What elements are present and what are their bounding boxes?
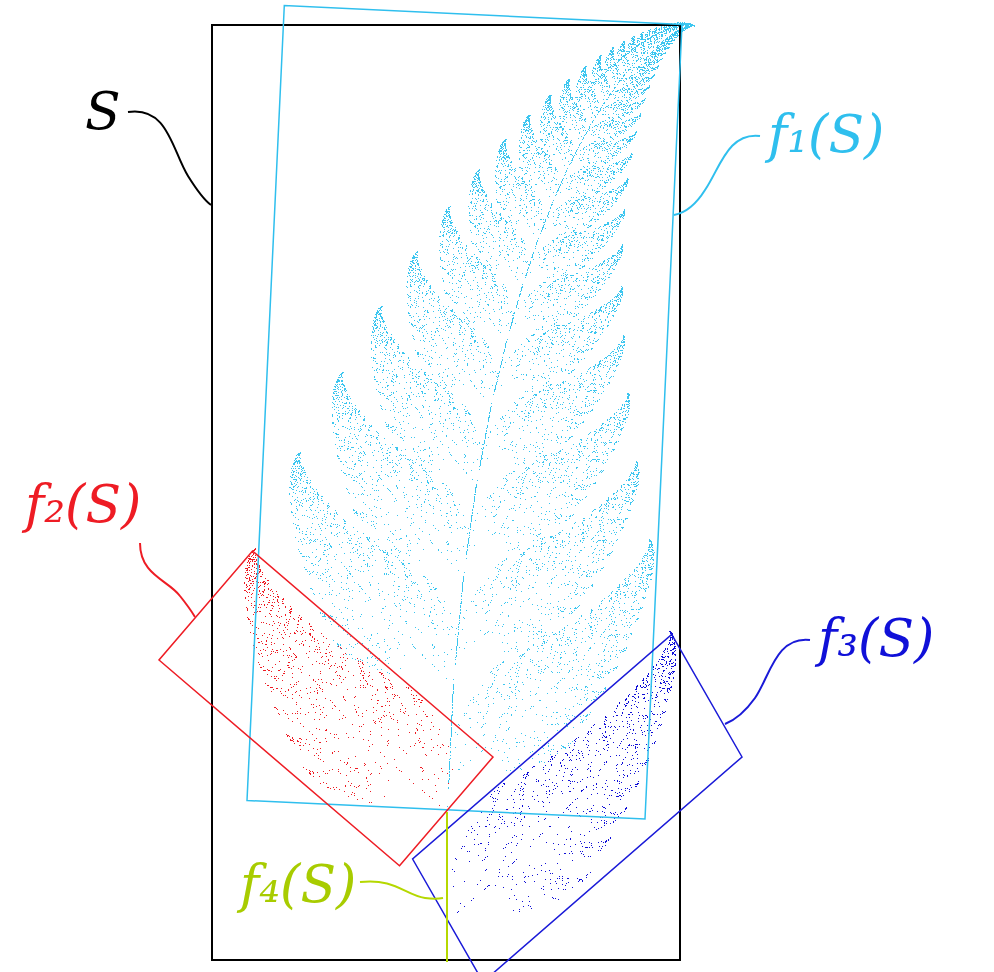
leader-line — [725, 640, 810, 724]
set-label: f₂(S) — [25, 478, 141, 530]
set-label: S — [85, 85, 121, 137]
f1-outline — [247, 6, 682, 820]
f3-outline — [413, 635, 742, 972]
fern-region — [289, 22, 695, 807]
f2-outline — [159, 551, 493, 866]
set-label: f₃(S) — [818, 612, 934, 664]
leader-line — [674, 136, 760, 215]
leader-line — [140, 543, 195, 617]
set-label: f₄(S) — [240, 858, 356, 910]
fern-region — [244, 548, 453, 806]
set-label: f₁(S) — [768, 108, 884, 160]
leader-line — [128, 111, 211, 205]
fern-region — [452, 631, 676, 913]
f4-outline — [446, 812, 448, 962]
fern-points — [244, 22, 695, 957]
leader-line — [360, 881, 443, 898]
